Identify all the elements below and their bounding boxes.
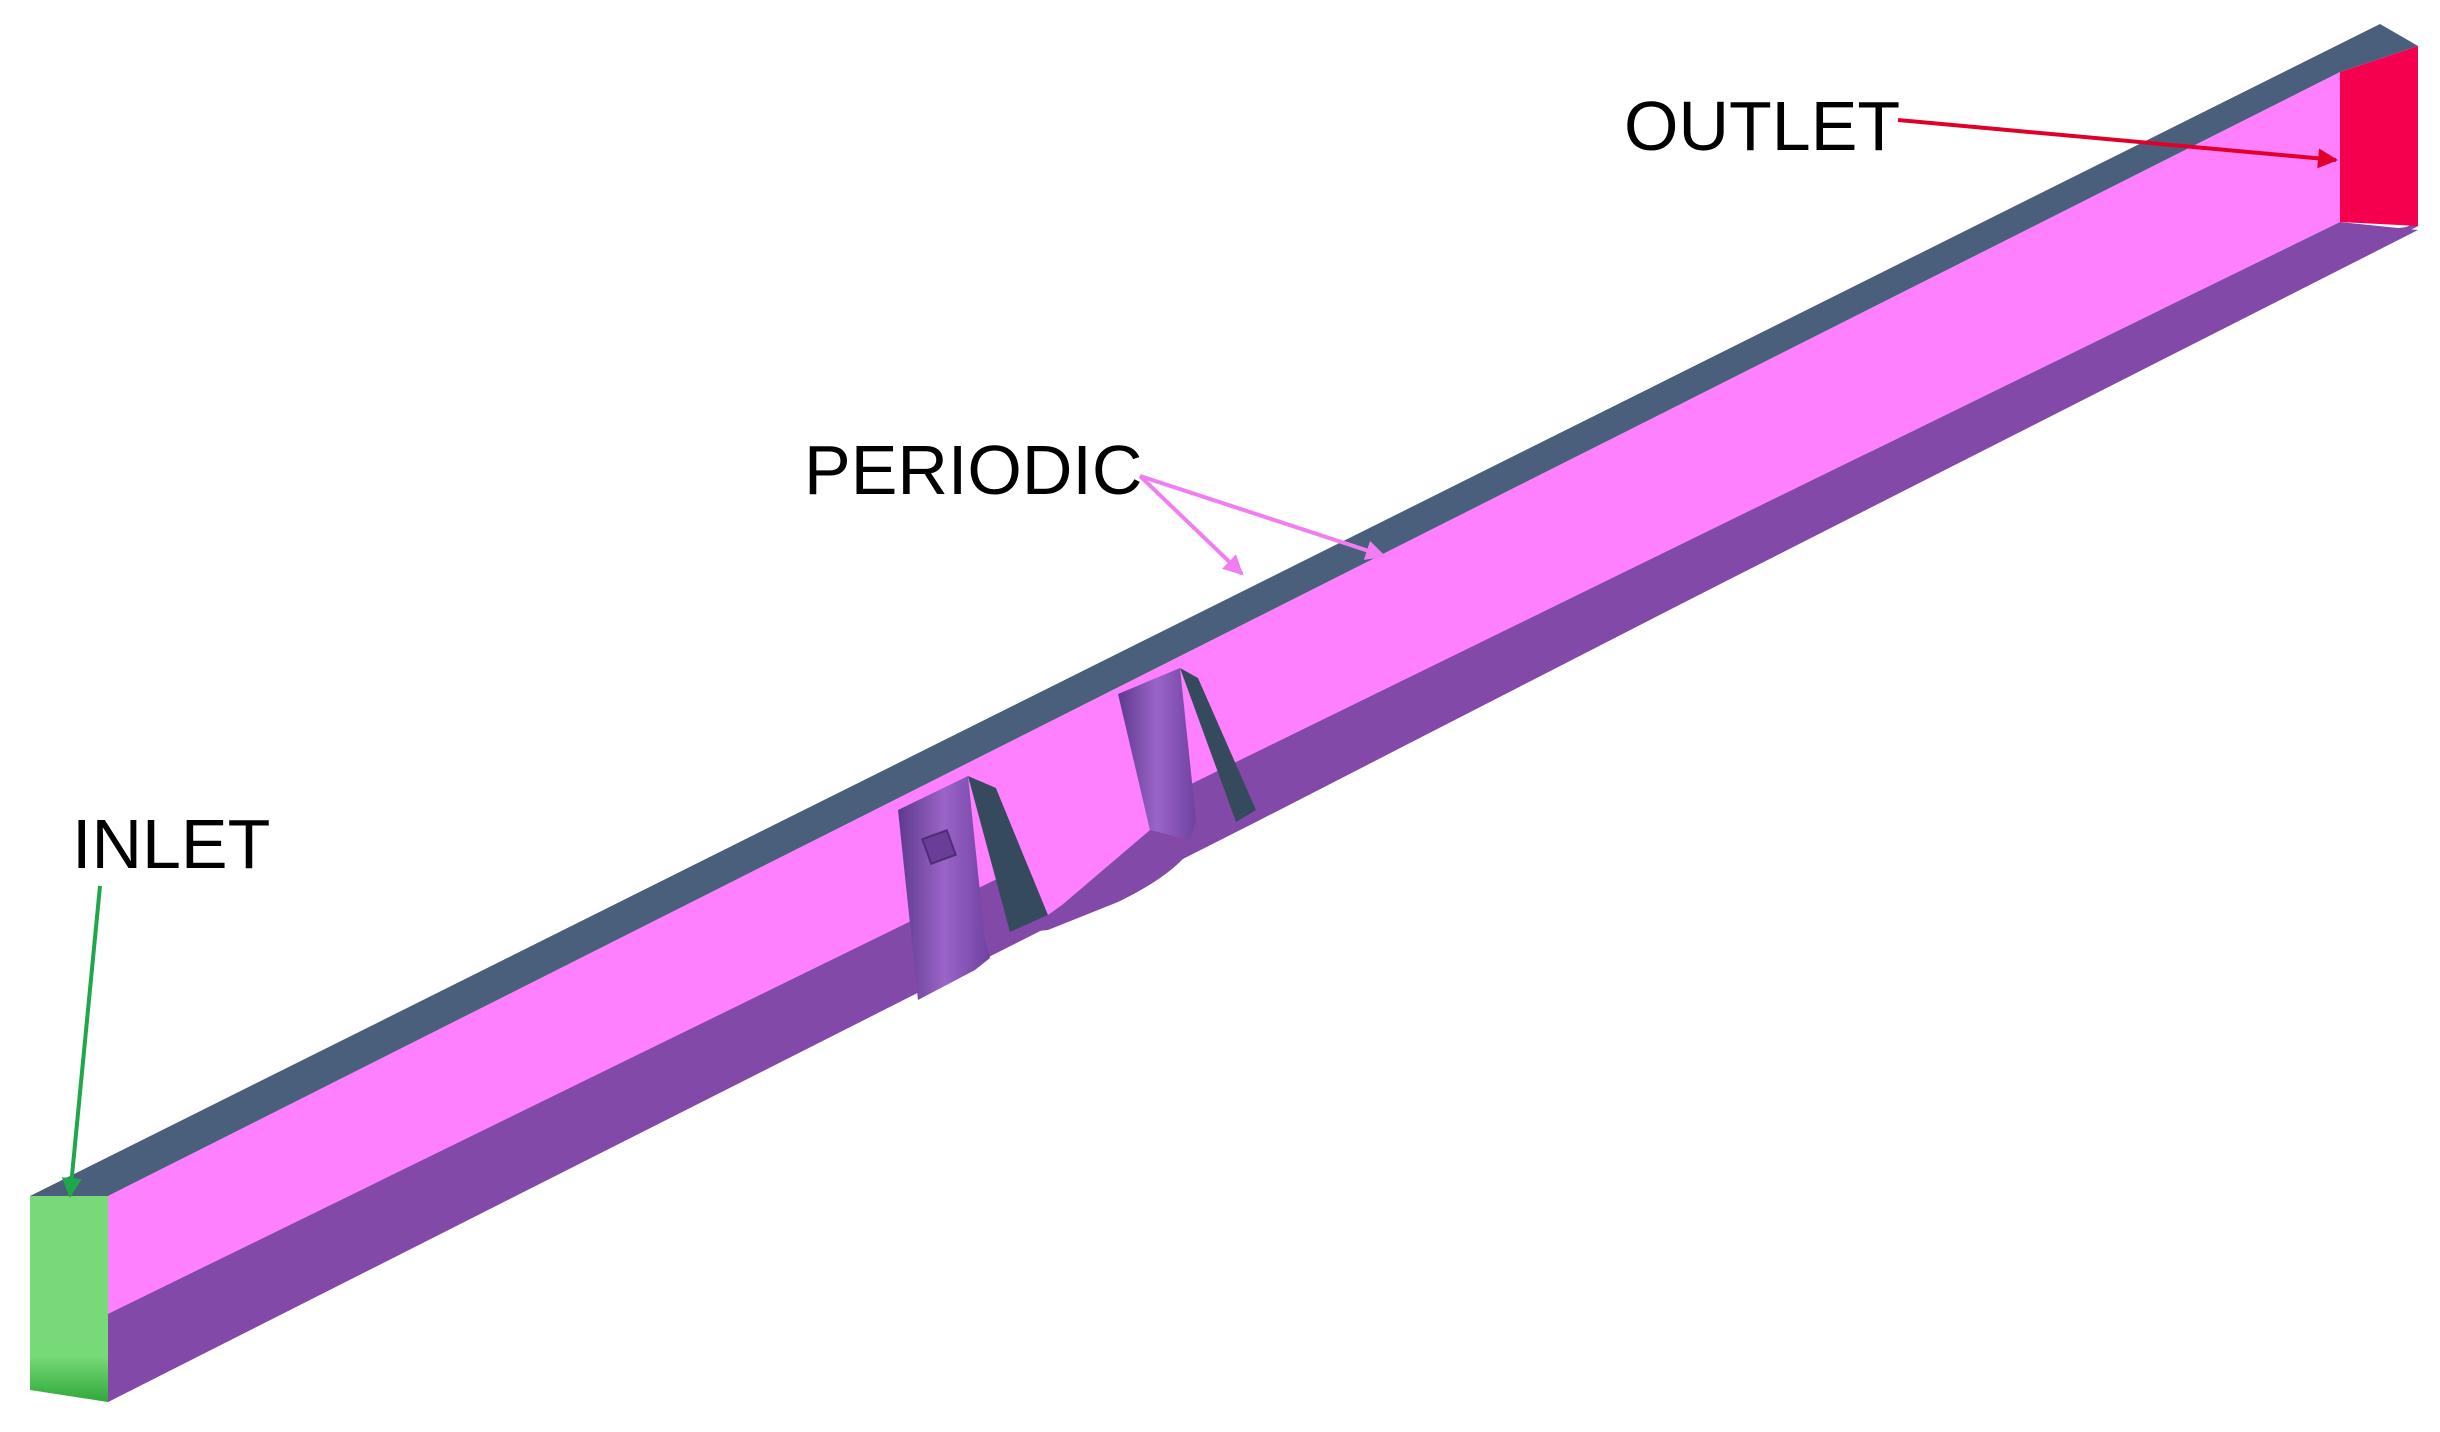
periodic-arrow-2: [1139, 474, 1386, 560]
side-face: [108, 72, 2340, 1314]
periodic-arrow-1: [1138, 474, 1244, 576]
notch-square: [921, 829, 957, 865]
outlet-label: OUTLET: [1624, 87, 1900, 165]
notch-right-dark: [1180, 668, 1256, 822]
notch-left-wall: [898, 776, 990, 1000]
top-face: [30, 24, 2418, 1196]
notch-cavity: [996, 700, 1150, 915]
outlet-arrow: [1897, 118, 2338, 169]
outlet-face: [2340, 46, 2418, 226]
inlet-arrow: [61, 885, 102, 1198]
notch-right-wall: [1118, 668, 1196, 840]
periodic-label: PERIODIC: [804, 431, 1142, 509]
bottom-strip: [108, 222, 2418, 1402]
inlet-label: INLET: [72, 805, 270, 883]
inlet-face: [30, 1196, 108, 1402]
notch-feature: [898, 668, 1256, 1000]
notch-left-dark: [968, 776, 1048, 932]
